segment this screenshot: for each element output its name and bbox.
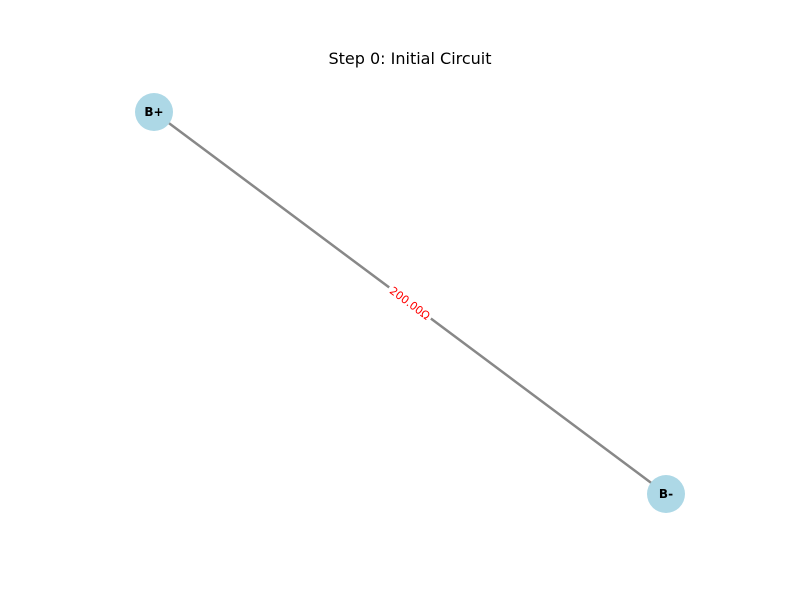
- node-bplus: B+: [135, 93, 173, 131]
- diagram-title: Step 0: Initial Circuit: [328, 49, 491, 68]
- edge-label-background: [384, 281, 436, 325]
- edge-bplus-bminus: 200.00Ω: [152, 110, 668, 496]
- node-circle: [135, 93, 173, 131]
- node-label: B-: [659, 487, 673, 501]
- node-bminus: B-: [647, 475, 685, 513]
- edge-label: 200.00Ω: [387, 284, 432, 322]
- node-label: B+: [144, 105, 163, 119]
- node-circle: [647, 475, 685, 513]
